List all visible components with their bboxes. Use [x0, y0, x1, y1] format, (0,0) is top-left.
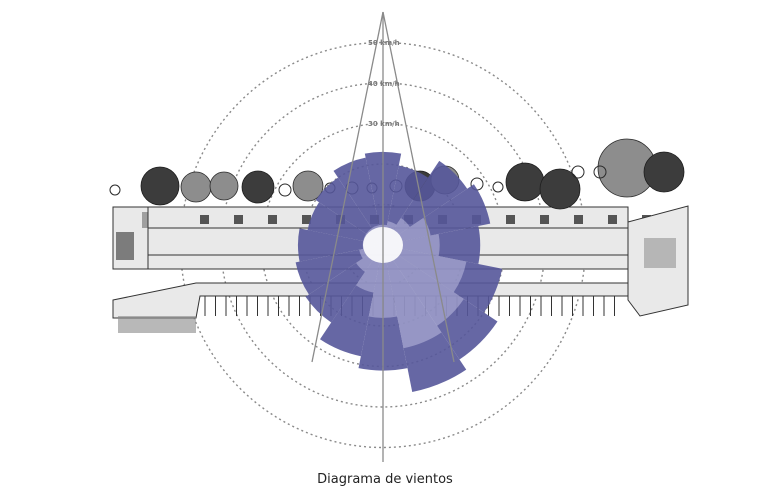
- housing-unit: [540, 215, 549, 224]
- housing-unit: [574, 215, 583, 224]
- wind-petal-inner: [383, 245, 442, 349]
- right-room: [644, 238, 676, 268]
- housing-unit: [268, 215, 277, 224]
- housing-unit: [506, 215, 515, 224]
- ring-label-40: 40 km/h: [368, 80, 400, 88]
- small-tree-icon: [571, 165, 585, 179]
- wind-petal: [333, 157, 383, 245]
- housing-unit: [608, 215, 617, 224]
- tree-icon: [539, 168, 581, 210]
- tree-icon: [643, 151, 685, 193]
- ring-label-50: 50 km/h: [368, 39, 400, 47]
- housing-unit: [302, 215, 311, 224]
- tree-icon: [140, 166, 180, 206]
- wind-diagram: 50 km/h 40 km/h 30 km/h: [109, 11, 689, 462]
- wind-petal: [295, 245, 383, 295]
- direction-needle-right: [382, 11, 455, 363]
- wind-petal: [297, 228, 383, 262]
- wind-petal-inner: [383, 245, 464, 326]
- direction-needle-left: [311, 11, 384, 363]
- ramp: [118, 316, 196, 333]
- small-tree-icon: [109, 184, 121, 196]
- ring-label-30: 30 km/h: [368, 120, 400, 128]
- tree-icon: [180, 171, 212, 203]
- small-tree-icon: [593, 165, 607, 179]
- wind-petal: [315, 177, 383, 245]
- wind-petal-inner: [383, 245, 467, 293]
- small-tree-icon: [492, 181, 504, 193]
- tree-icon: [241, 170, 275, 204]
- tree-icon: [209, 171, 239, 201]
- housing-unit: [200, 215, 209, 224]
- tree-icon: [292, 170, 324, 202]
- figure-caption: Diagrama de vientos: [317, 472, 453, 487]
- small-tree-icon: [278, 183, 292, 197]
- left-stair: [116, 232, 134, 260]
- wind-petal-inner: [383, 233, 440, 257]
- wind-petal: [307, 202, 383, 245]
- wind-rose-petals: [295, 151, 503, 392]
- housing-unit: [234, 215, 243, 224]
- tree-icon: [505, 162, 545, 202]
